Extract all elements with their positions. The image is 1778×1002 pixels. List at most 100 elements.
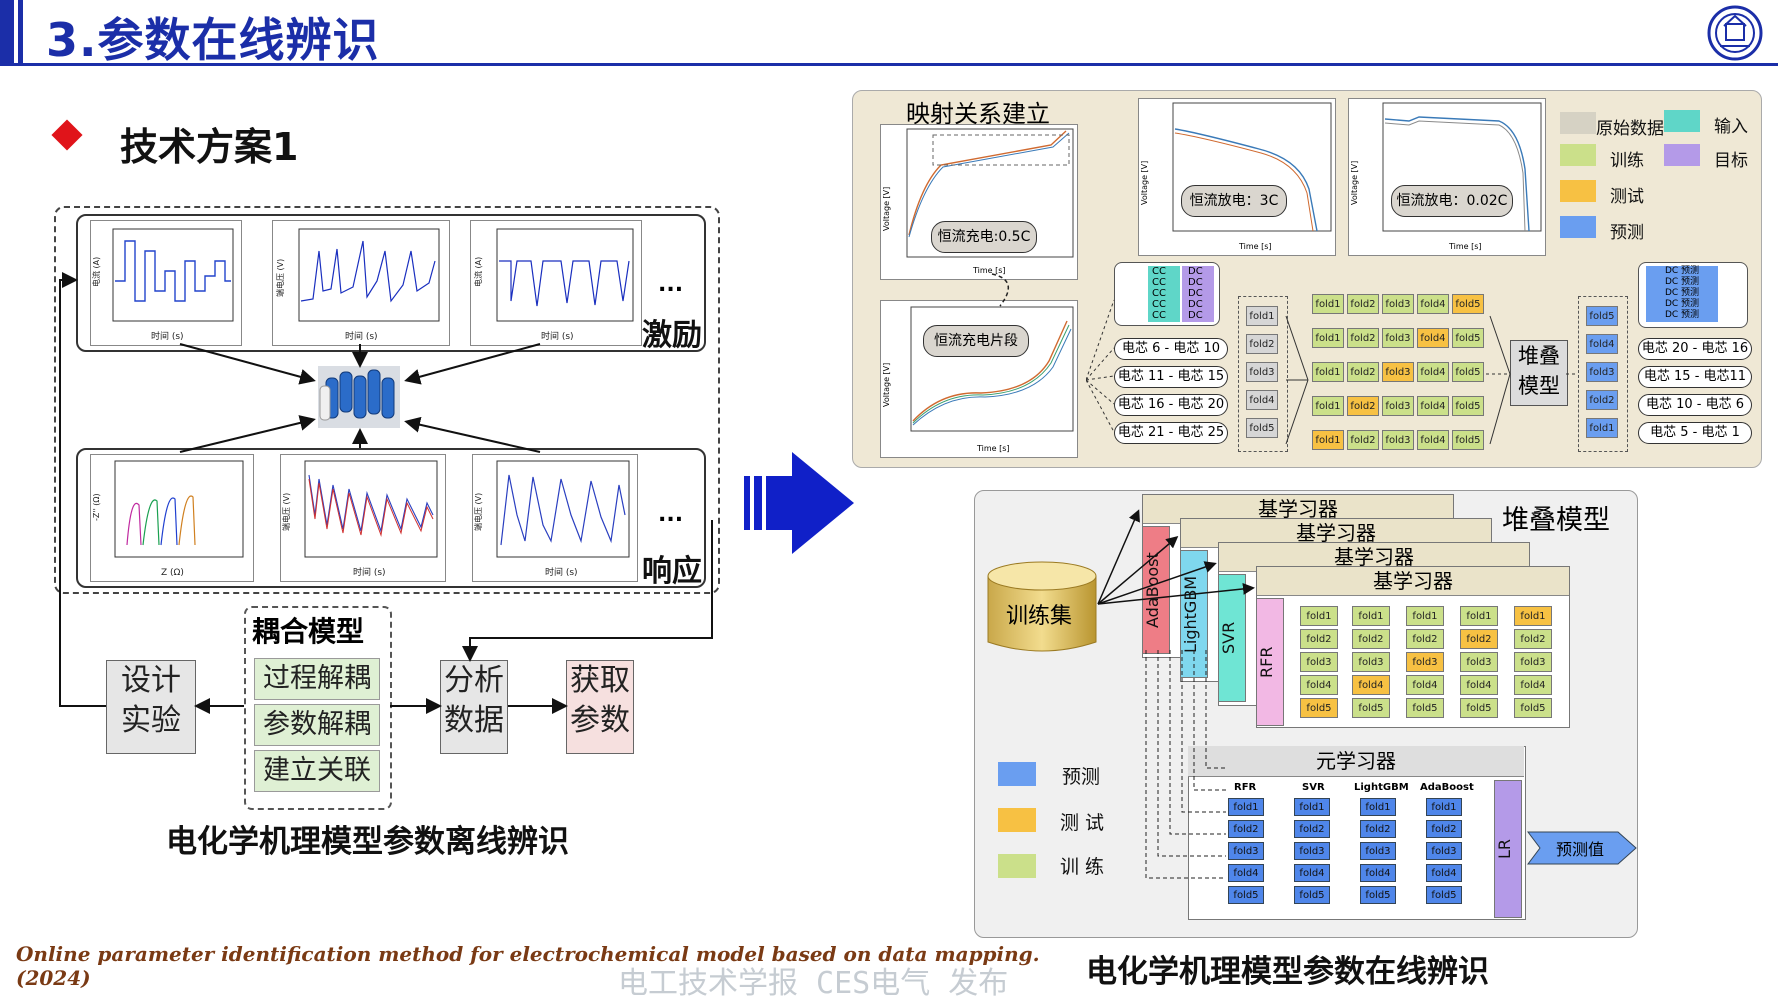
- coupling-model-title: 耦合模型: [252, 615, 365, 648]
- big-right-arrow-icon: [744, 452, 854, 554]
- excitation-chart-1-ylabel: 电流 (A): [91, 257, 101, 287]
- mapping-chart-1-ylabel: Voltage [V]: [882, 187, 891, 231]
- gray-fold-3: fold3: [1246, 362, 1278, 382]
- page-title: 3.参数在线辨识: [46, 13, 380, 67]
- mapping-legend-train-swatch: [1560, 144, 1596, 166]
- mapping-legend-input-swatch: [1664, 110, 1700, 132]
- design-experiment-box: 设计 实验: [106, 660, 196, 754]
- meta-col-rfr: RFR: [1234, 782, 1257, 793]
- obtain-label-line1: 获取: [570, 663, 630, 698]
- excitation-chart-3-ylabel: 电流 (A): [473, 257, 483, 287]
- offline-caption: 电化学机理模型参数离线辨识: [166, 824, 569, 860]
- base-learner-header-4: 基学习器: [1257, 567, 1569, 596]
- blue-fold-4: fold4: [1586, 334, 1618, 354]
- cell-group-6-10: 电芯 6 - 电芯 10: [1114, 338, 1228, 360]
- excitation-chart-1-xlabel: 时间 (s): [151, 330, 184, 342]
- excitation-chart-3-xlabel: 时间 (s): [541, 330, 574, 342]
- training-set-label: 训练集: [1006, 604, 1073, 629]
- response-chart-1: -Z'' (Ω) Z (Ω): [90, 454, 254, 582]
- mapping-legend-test-swatch: [1560, 180, 1596, 202]
- mapping-legend-raw-swatch: [1560, 112, 1596, 134]
- citation-line-2: (2024): [16, 966, 91, 990]
- mapping-legend-test-label: 测试: [1610, 187, 1644, 207]
- meta-col-adaboost: AdaBoost: [1420, 782, 1474, 793]
- gray-fold-5: fold5: [1246, 418, 1278, 438]
- cell-group-right-15-11: 电芯 15 - 电芯11: [1638, 366, 1752, 388]
- mapping-legend-target-swatch: [1664, 144, 1700, 166]
- battery-cells-image: [318, 366, 400, 428]
- mapping-chart-3-label: 恒流放电：0.02C: [1391, 185, 1513, 217]
- mapping-chart-2-label: 恒流放电：3C: [1181, 185, 1287, 217]
- mapping-connector-lines: [1086, 299, 1578, 445]
- title-accent-block: [0, 0, 14, 64]
- blue-fold-5: fold5: [1586, 306, 1618, 326]
- meta-fold-grid: fold1 fold1 fold1 fold1 fold2 fold2 fold…: [1228, 798, 1488, 912]
- prediction-value-arrow: [1527, 831, 1637, 865]
- cell-group-right-10-6: 电芯 10 - 电芯 6: [1638, 394, 1752, 416]
- gray-fold-4: fold4: [1246, 390, 1278, 410]
- online-caption: 电化学机理模型参数在线辨识: [1086, 954, 1489, 990]
- cell-group-21-25: 电芯 21 - 电芯 25: [1114, 422, 1228, 444]
- response-chart-2-ylabel: 端电压 (V): [281, 493, 291, 531]
- gray-fold-column: [1238, 296, 1288, 452]
- response-chart-3-xlabel: 时间 (s): [545, 566, 578, 578]
- gray-fold-1: fold1: [1246, 306, 1278, 326]
- blue-fold-2: fold2: [1586, 390, 1618, 410]
- excitation-chart-3: 电流 (A) 时间 (s): [470, 220, 642, 346]
- university-logo-icon: [1707, 5, 1763, 61]
- coupling-item-association: 建立关联: [254, 750, 380, 792]
- bullet-diamond-icon: [51, 119, 83, 151]
- response-ellipsis: ...: [658, 502, 684, 527]
- scheme-label: 技术方案1: [120, 125, 299, 169]
- stacking-title: 堆叠模型: [1502, 505, 1610, 536]
- coupling-item-parameter: 参数解耦: [254, 704, 380, 746]
- stacking-legend-train-swatch: [998, 854, 1036, 878]
- cc-column: [1148, 266, 1180, 322]
- analyze-data-box: 分析 数据: [440, 660, 508, 754]
- stack-label-line2: 模型: [1518, 374, 1560, 398]
- mapping-chart-4-label: 恒流充电片段: [923, 325, 1029, 357]
- design-label-line2: 实验: [121, 703, 181, 738]
- mapping-chart-2-xlabel: Time [s]: [1238, 242, 1272, 251]
- excitation-label: 激励: [642, 318, 702, 353]
- mapping-legend-train-label: 训练: [1610, 151, 1644, 171]
- stacking-legend-predict-swatch: [998, 762, 1036, 786]
- response-chart-2: 端电压 (V) 时间 (s): [280, 454, 446, 582]
- excitation-chart-2-ylabel: 端电压 (V): [275, 259, 285, 297]
- excitation-chart-2-xlabel: 时间 (s): [345, 330, 378, 342]
- meta-col-lightgbm: LightGBM: [1354, 782, 1409, 793]
- analyze-label-line2: 数据: [444, 703, 504, 738]
- mapping-chart-charge-05c: Voltage [V] Time [s] 恒流充电:0.5C: [880, 124, 1078, 280]
- mapping-chart-charge-segment: Voltage [V] Time [s] 恒流充电片段: [880, 300, 1078, 458]
- cell-group-right-5-1: 电芯 5 - 电芯 1: [1638, 422, 1752, 444]
- prediction-value-label: 预测值: [1556, 840, 1605, 859]
- title-underline: [0, 63, 1778, 66]
- training-set-arrows: [1097, 509, 1255, 605]
- response-chart-1-ylabel: -Z'' (Ω): [92, 493, 101, 521]
- mapping-chart-1-xlabel: Time [s]: [972, 266, 1006, 275]
- convergence-arrows: [179, 343, 541, 453]
- offline-dashed-frame: [54, 206, 720, 594]
- stack-label-line1: 堆叠: [1518, 344, 1560, 368]
- meta-learner-header: 元学习器: [1188, 746, 1524, 777]
- cell-group-11-15: 电芯 11 - 电芯 15: [1114, 366, 1228, 388]
- response-chart-3-ylabel: 端电压 (V): [473, 493, 483, 531]
- response-chart-3: 端电压 (V) 时间 (s): [472, 454, 638, 582]
- mapping-legend-target-label: 目标: [1714, 151, 1748, 171]
- cell-group-right-20-16: 电芯 20 - 电芯 16: [1638, 338, 1752, 360]
- stack-model-box: 堆叠 模型: [1510, 340, 1568, 406]
- obtain-parameters-box: 获取 参数: [566, 660, 634, 754]
- citation-line-1: Online parameter identification method f…: [16, 942, 1040, 966]
- dc-column: [1182, 266, 1214, 322]
- blue-fold-3: fold3: [1586, 362, 1618, 382]
- design-label-line1: 设计: [121, 663, 181, 698]
- blue-fold-1: fold1: [1586, 418, 1618, 438]
- mapping-legend-raw-label: 原始数据: [1596, 119, 1664, 139]
- mapping-chart-4-ylabel: Voltage [V]: [882, 363, 891, 407]
- mapping-chart-3-xlabel: Time [s]: [1448, 242, 1482, 251]
- analyze-label-line1: 分析: [444, 663, 504, 698]
- base-fold-grid: fold1 fold1 fold1 fold1 fold1 fold2 fold…: [1292, 604, 1562, 722]
